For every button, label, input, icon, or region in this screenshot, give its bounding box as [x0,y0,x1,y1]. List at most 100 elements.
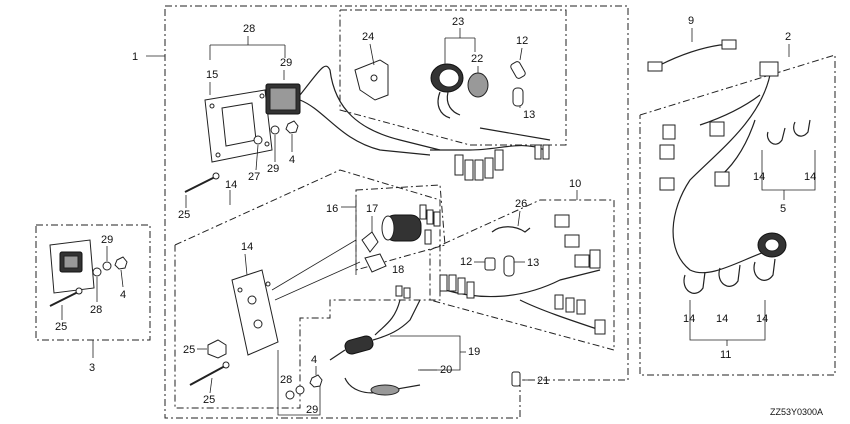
clip-14-d [718,264,741,287]
harness-2-branch [699,94,761,126]
nut-26 [207,339,227,359]
callout-12-top: 12 [516,35,528,47]
callout-15: 16 [326,203,338,215]
washer-29-top [270,125,280,135]
callout-9: 9 [688,15,694,27]
callout-18: 20 [440,364,452,376]
clip-14-a [766,127,786,145]
hour-meter-23-face [438,68,460,88]
relay-17-lead [329,349,346,361]
leader-27 [517,210,521,227]
harness-2-connector-a [662,124,676,140]
nut-4-lower [309,374,323,388]
key-switch-terminals [419,204,441,245]
harness-2-connector-d [709,121,725,137]
harness-10-branch [519,299,601,331]
callout-14-e: 14 [756,313,768,325]
washer-29-left [102,261,112,271]
nut-4-top [285,120,299,134]
nut-4-left [114,256,128,270]
switch-plate-8-window [221,102,257,147]
callout-5: 5 [780,203,786,215]
callout-29-left: 29 [101,234,113,246]
callout-14-c: 14 [683,313,695,325]
callout-23: 23 [452,16,464,28]
screw-25-lower-head [222,361,230,369]
plate-7-hole [253,319,263,329]
clamp-27 [491,226,531,233]
leader-25-lower [209,377,213,394]
callout-27: 26 [515,198,527,210]
leader-17 [390,335,461,371]
callout-14-a: 14 [753,171,765,183]
screw-25-head [212,172,220,180]
plate-7-hole [247,295,257,305]
screw-25-lower [189,365,226,386]
group-10-outline [429,199,615,351]
callout-4-left: 4 [120,289,126,301]
callout-2: 2 [785,31,791,43]
callout-21: 29 [280,57,292,69]
harness-9-connector-b [721,39,737,50]
gasket-22 [467,72,489,98]
leader-24 [369,43,375,66]
key-switch-front [381,215,395,241]
group-3-outline [35,224,151,341]
callout-14-d: 14 [716,313,728,325]
callout-1: 1 [132,51,138,63]
leader-plate7-to-15 [271,239,357,291]
fuse-18-holder [370,384,400,396]
group-lower-hardware-outline [277,350,321,416]
sleeve-13-lower [503,255,515,277]
sleeve-13-top [512,87,524,107]
callout-8: 15 [206,69,218,81]
callout-4-lower: 4 [311,354,317,366]
connector-wires [430,144,546,151]
switch-21-wire [299,65,441,151]
callout-10: 10 [569,178,581,190]
switch-plate-7 [231,269,279,356]
callout-22: 22 [471,53,483,65]
relay-17 [344,335,374,355]
key-16-bottom [364,253,387,273]
group-5-bracket [761,150,816,191]
washer-28-left [92,267,102,277]
harness-10-connectors [439,214,606,335]
plate-hole [259,93,265,99]
plate-hole [264,141,270,147]
callout-7: 14 [241,241,253,253]
callout-28-top: 27 [248,171,260,183]
switch-3-face [63,255,79,269]
bracket-24-hole [370,74,378,82]
meter-wires-2 [446,91,461,116]
assembly-1-outline [164,5,629,419]
switch-21-face [269,87,297,111]
plate-hole [209,103,215,109]
fuse-19 [511,371,521,387]
leader-28-top [255,144,259,171]
subgroup-top-outline [339,9,567,146]
relay-17-terminal-2 [403,287,411,299]
meter-wires [437,91,451,119]
callout-12-lower: 12 [460,256,472,268]
callout-26: 25 [183,344,195,356]
callout-25-left: 25 [55,321,67,333]
washer-28-top [253,135,263,145]
callout-14-b: 14 [804,171,816,183]
callout-6: 14 [225,179,237,191]
harness-9-connector-a [647,61,663,72]
harness-2-connector-e [714,171,730,187]
group-2-outline [639,54,836,376]
relay-17-wire [372,299,421,341]
callout-16-top: 17 [366,203,378,215]
harness-2-grommet-inner [764,238,780,252]
callout-25-lower: 25 [203,394,215,406]
group-11-bracket [689,300,766,341]
callout-16-bottom: 18 [392,264,404,276]
group-15-outline [355,184,446,271]
connector-cluster [454,144,550,181]
callout-13-top: 13 [523,109,535,121]
screw-25-left-head [75,287,83,295]
callout-28-left: 28 [90,304,102,316]
